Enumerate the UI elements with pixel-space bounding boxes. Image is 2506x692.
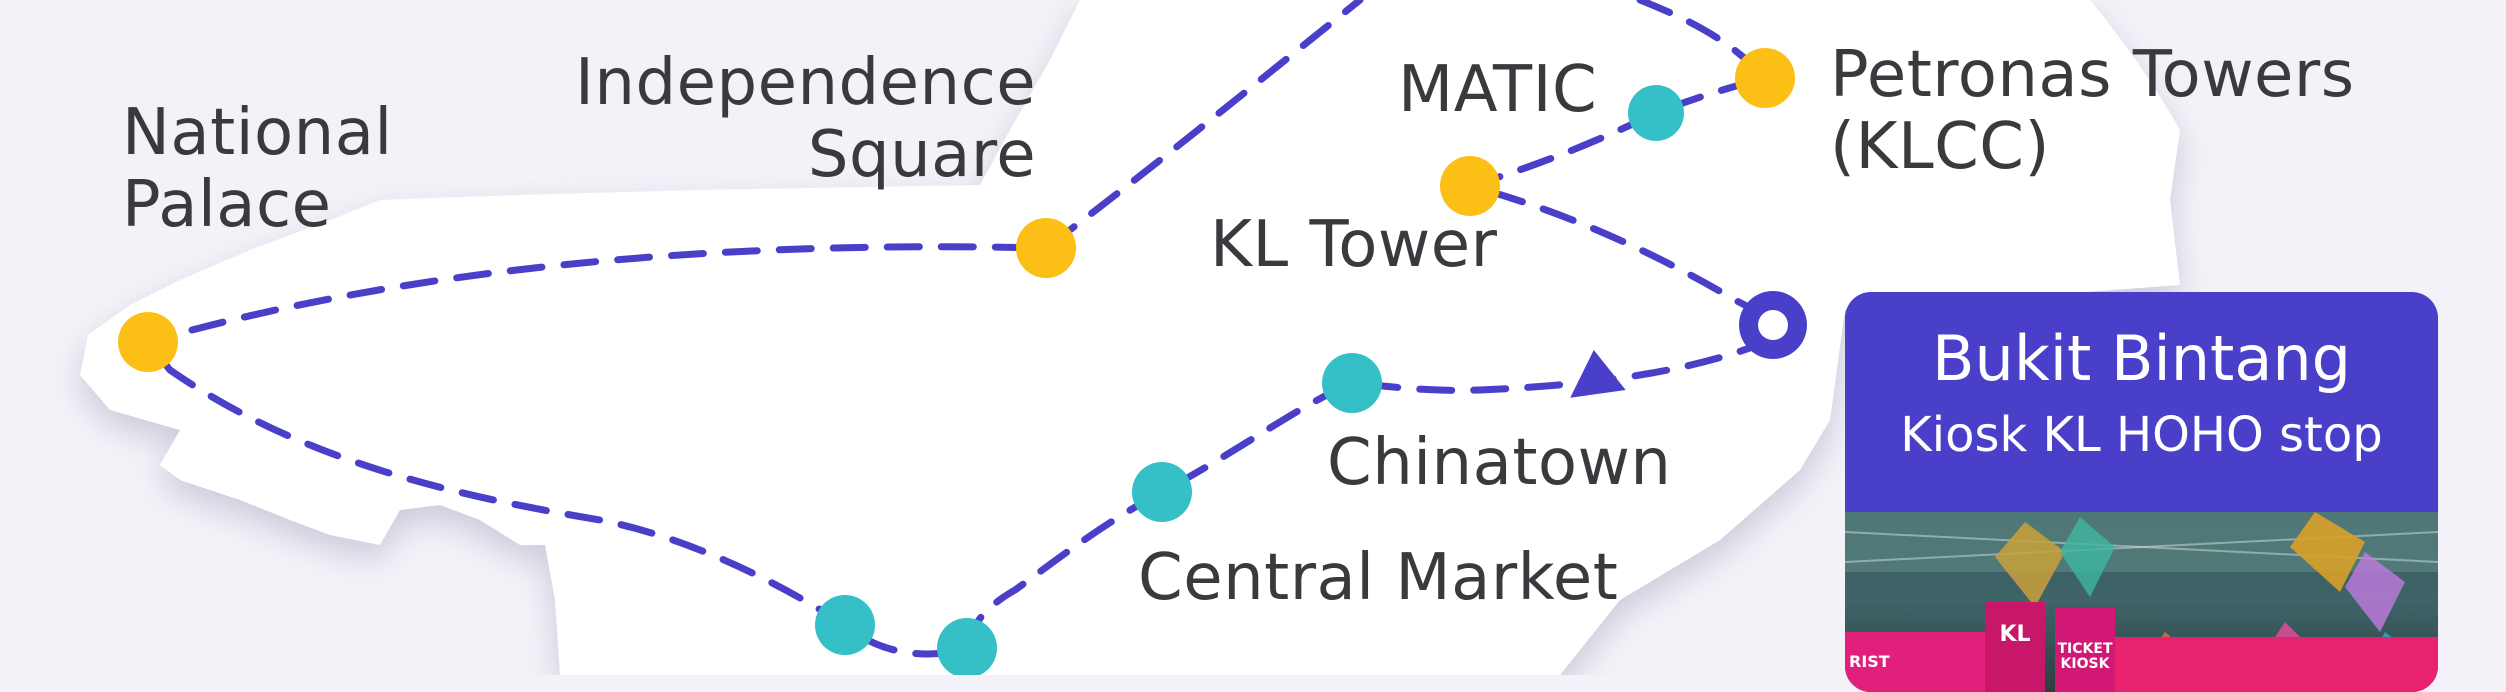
land-area bbox=[80, 0, 2180, 675]
label-petronas-towers: Petronas Towers (KLCC) bbox=[1830, 38, 2355, 184]
marker-petronas-towers[interactable] bbox=[1735, 48, 1795, 108]
label-central-market: Central Market bbox=[1138, 541, 1619, 615]
kiosk-counter bbox=[2115, 637, 2438, 692]
tourist-info-sign: RIST INFORMATION bbox=[1845, 632, 1989, 692]
marker-stop-south-1[interactable] bbox=[815, 595, 875, 655]
tour-route bbox=[142, 0, 1774, 658]
label-independence-square: Independence Square bbox=[575, 46, 1037, 192]
route-map bbox=[80, 0, 2180, 675]
label-kl-tower: KL Tower bbox=[1210, 208, 1498, 282]
marker-stop-south-2[interactable] bbox=[937, 618, 997, 675]
marker-chinatown[interactable] bbox=[1322, 353, 1382, 413]
label-chinatown: Chinatown bbox=[1327, 426, 1672, 500]
marker-independence-square[interactable] bbox=[1016, 218, 1076, 278]
marker-kl-tower[interactable] bbox=[1440, 156, 1500, 216]
marker-matic[interactable] bbox=[1628, 85, 1684, 141]
photo-decor bbox=[1845, 512, 2438, 692]
start-stop-card[interactable]: Bukit Bintang Kiosk KL HOHO stop RIST IN… bbox=[1845, 292, 2438, 692]
direction-arrow-icon bbox=[1570, 350, 1626, 398]
marker-national-palace[interactable] bbox=[118, 312, 178, 372]
label-matic: MATIC bbox=[1398, 53, 1598, 127]
card-subtitle: Kiosk KL HOHO stop bbox=[1900, 407, 2383, 463]
kl-logo-sign: KL bbox=[1985, 602, 2045, 692]
label-national-palace: National Palace bbox=[122, 96, 393, 242]
kiosk-photo: RIST INFORMATION KL TICKET KIOSK bbox=[1845, 512, 2438, 692]
marker-central-market[interactable] bbox=[1132, 462, 1192, 522]
start-marker-icon[interactable] bbox=[1739, 291, 1807, 359]
ticket-kiosk-sign: TICKET KIOSK bbox=[2055, 608, 2115, 692]
card-title: Bukit Bintang bbox=[1932, 322, 2351, 395]
